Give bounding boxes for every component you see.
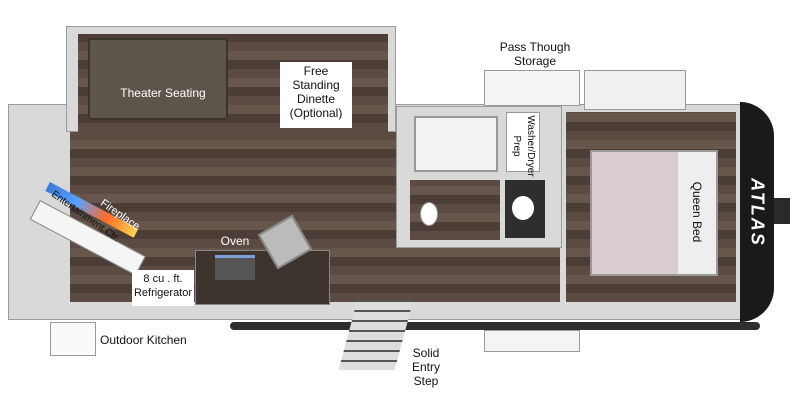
oven	[215, 255, 255, 280]
outdoor-kitchen-door	[50, 322, 96, 356]
front-cap	[740, 102, 774, 322]
hitch	[774, 198, 790, 224]
shower	[414, 116, 498, 172]
oven-label: Oven	[220, 234, 250, 248]
awning-rail	[230, 322, 760, 330]
theater-seating-sofa	[88, 38, 228, 120]
atlas-logo: ATLAS	[747, 178, 768, 247]
pillows	[678, 152, 716, 274]
refrigerator-label: 8 cu . ft. Refrigerator	[132, 270, 194, 306]
toilet	[420, 202, 438, 226]
bedroom-slideout	[584, 70, 686, 110]
washer-dryer-label: Washer/Dryer Prep	[511, 115, 536, 177]
entry-step-label: Solid Entry Step	[411, 346, 440, 388]
sink-bath	[512, 196, 534, 220]
theater-seating-label: Theater Seating	[120, 86, 206, 100]
washer-dryer-area	[506, 112, 540, 172]
outdoor-kitchen-label: Outdoor Kitchen	[100, 333, 187, 347]
pass-through-storage-top	[484, 70, 580, 106]
dinette-label: Free Standing Dinette (Optional)	[280, 62, 352, 128]
hall-floor	[400, 248, 560, 302]
pass-through-storage-bottom	[484, 330, 580, 352]
queen-bed-label: Queen Bed	[690, 181, 704, 243]
pass-through-storage-label: Pass Though Storage	[499, 40, 571, 68]
